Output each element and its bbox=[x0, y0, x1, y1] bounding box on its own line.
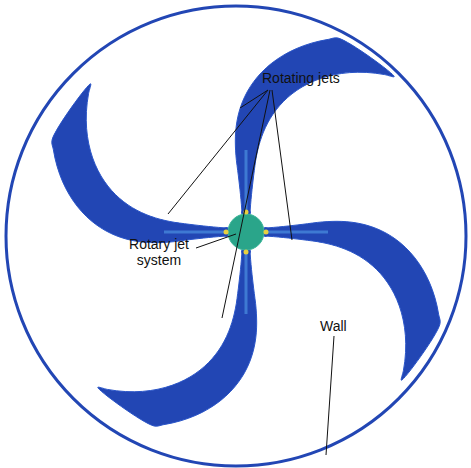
jet-core bbox=[164, 231, 224, 234]
leader-line bbox=[326, 336, 334, 455]
jet-plume bbox=[52, 84, 229, 243]
tank-wall bbox=[6, 6, 466, 466]
leader-lines bbox=[168, 90, 334, 455]
jet-plumes bbox=[52, 38, 440, 426]
nozzle bbox=[224, 230, 229, 235]
callout-label: Rotary jet system bbox=[120, 236, 198, 268]
jet-plume bbox=[98, 249, 257, 426]
jet-core bbox=[268, 231, 328, 234]
leader-line bbox=[168, 90, 268, 214]
leader-line bbox=[222, 90, 270, 318]
nozzles bbox=[224, 210, 269, 255]
leader-line bbox=[272, 90, 292, 240]
nozzle bbox=[264, 230, 269, 235]
rotary-jet-hub bbox=[228, 214, 264, 250]
nozzle bbox=[244, 250, 249, 255]
callout-label: Wall bbox=[320, 318, 347, 334]
jet-plume bbox=[263, 221, 440, 380]
jet-plume bbox=[235, 38, 394, 215]
callout-label: Rotating jets bbox=[262, 70, 340, 86]
leader-line bbox=[240, 90, 268, 108]
leader-line bbox=[196, 234, 236, 248]
jet-core bbox=[245, 254, 248, 314]
